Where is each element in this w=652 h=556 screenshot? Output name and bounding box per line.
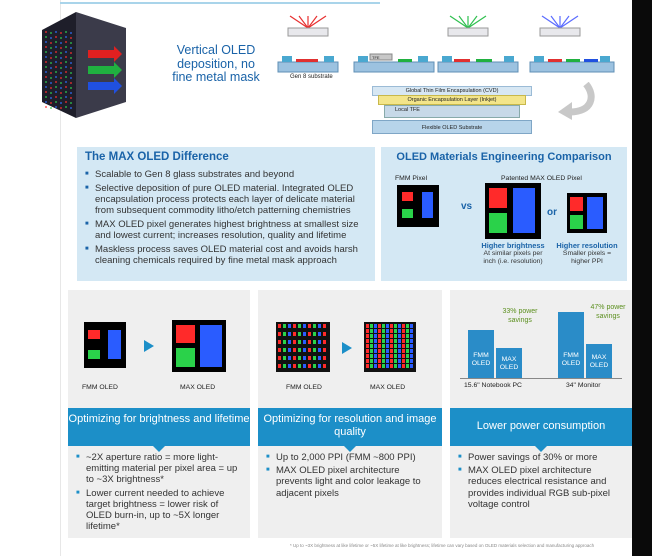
notebook-max-bar: MAX OLED xyxy=(496,348,522,378)
monitor-group-label: 34" Monitor xyxy=(566,382,601,389)
process-flow-arrow-icon xyxy=(558,82,595,120)
top-clipped-edge xyxy=(60,0,380,4)
window-edge-bar xyxy=(632,0,652,556)
layer-local-tfe: Local TFE xyxy=(384,105,520,118)
brightness-caption-head: Higher brightness xyxy=(481,241,545,250)
vs-text: vs xyxy=(461,201,473,212)
layer-flexible-substrate: Flexible OLED Substrate xyxy=(372,120,532,134)
difference-title: The MAX OLED Difference xyxy=(85,151,229,163)
resolution-bullet: MAX OLED pixel architecture prevents lig… xyxy=(266,465,436,499)
notebook-group-label: 15.6" Notebook PC xyxy=(464,382,522,389)
arrow-right-icon xyxy=(342,342,352,354)
footnote: * Up to ~3X brightness at like lifetime … xyxy=(290,543,595,548)
materials-comparison-panel: OLED Materials Engineering Comparison FM… xyxy=(381,147,627,281)
notebook-fmm-bar: FMM OLED xyxy=(468,330,494,378)
card1-fmm-label: FMM OLED xyxy=(82,384,118,391)
resolution-card: FMM OLED MAX OLED Optimizing for resolut… xyxy=(258,290,442,538)
fmm-pixel-label: FMM Pixel xyxy=(395,175,428,182)
resolution-bullet: Up to 2,000 PPI (FMM ~800 PPI) xyxy=(266,452,436,463)
max-pixel-small-image xyxy=(567,193,607,233)
difference-bullet: Selective deposition of pure OLED materi… xyxy=(85,183,369,216)
brightness-card-image: FMM OLED MAX OLED xyxy=(68,290,250,408)
resolution-card-list: Up to 2,000 PPI (FMM ~800 PPI) MAX OLED … xyxy=(266,452,436,501)
brightness-caption-text: At similar pixels per inch (i.e. resolut… xyxy=(483,250,543,265)
brightness-bullet: ~2X aperture ratio = more light-emitting… xyxy=(76,452,244,486)
card2-fmm-label: FMM OLED xyxy=(286,384,322,391)
arrow-right-icon xyxy=(144,340,154,352)
power-bullet: MAX OLED pixel architecture reduces elec… xyxy=(458,465,626,510)
difference-list: Scalable to Gen 8 glass substrates and b… xyxy=(85,169,369,269)
resolution-card-image: FMM OLED MAX OLED xyxy=(258,290,442,408)
power-bullet: Power savings of 30% or more xyxy=(458,452,626,463)
brightness-card-title: Optimizing for brightness and lifetime xyxy=(68,408,250,452)
power-card-list: Power savings of 30% or more MAX OLED pi… xyxy=(458,452,626,512)
card1-max-pixel xyxy=(172,320,226,372)
max-pixel-bright-image xyxy=(485,183,541,239)
monitor-fmm-bar: FMM OLED xyxy=(558,312,584,378)
power-card: 33% power savings 47% power savings FMM … xyxy=(450,290,632,538)
or-text: or xyxy=(547,207,557,218)
slide-guide-line xyxy=(60,0,61,556)
difference-bullet: Scalable to Gen 8 glass substrates and b… xyxy=(85,169,369,180)
power-card-image: 33% power savings 47% power savings FMM … xyxy=(450,290,632,408)
brightness-card-list: ~2X aperture ratio = more light-emitting… xyxy=(76,452,244,534)
max-pixel-label: Patented MAX OLED Pixel xyxy=(501,175,582,182)
card1-fmm-pixel xyxy=(84,322,126,368)
resolution-caption-head: Higher resolution xyxy=(556,241,618,250)
vertical-deposition-title: Vertical OLED deposition, no fine metal … xyxy=(172,43,260,84)
difference-bullet: Maskless process saves OLED material cos… xyxy=(85,244,369,266)
power-card-title: Lower power consumption xyxy=(450,408,632,452)
comparison-title: OLED Materials Engineering Comparison xyxy=(396,151,612,163)
monitor-savings-label: 47% power savings xyxy=(590,304,626,320)
layer-organic-encapsulation: Organic Encapsulation Layer (Inkjet) xyxy=(378,95,526,105)
gen8-substrate-label: Gen 8 substrate xyxy=(290,74,333,80)
fmm-pixel-image xyxy=(397,185,439,227)
card2-max-label: MAX OLED xyxy=(370,384,406,391)
card2-fmm-grid xyxy=(276,322,330,372)
brightness-bullet: Lower current needed to achieve target b… xyxy=(76,488,244,533)
resolution-caption-text: Smaller pixels = higher PPI xyxy=(562,250,612,265)
vertical-deposition-illustration xyxy=(42,12,126,118)
monitor-max-bar: MAX OLED xyxy=(586,344,612,378)
max-oled-difference-panel: The MAX OLED Difference Scalable to Gen … xyxy=(77,147,375,281)
resolution-card-title: Optimizing for resolution and image qual… xyxy=(258,408,442,452)
tfe-label: TFE xyxy=(372,55,380,60)
notebook-savings-label: 33% power savings xyxy=(502,308,538,324)
deposition-stages-illustration xyxy=(277,15,615,73)
layer-stack: Global Thin Film Encapsulation (CVD) Org… xyxy=(372,86,532,138)
card1-max-label: MAX OLED xyxy=(180,384,216,391)
difference-bullet: MAX OLED pixel generates highest brightn… xyxy=(85,219,369,241)
card2-max-grid xyxy=(364,322,416,372)
brightness-card: FMM OLED MAX OLED Optimizing for brightn… xyxy=(68,290,250,538)
chart-baseline xyxy=(460,378,622,379)
slide: Vertical OLED deposition, no fine metal … xyxy=(0,0,632,556)
